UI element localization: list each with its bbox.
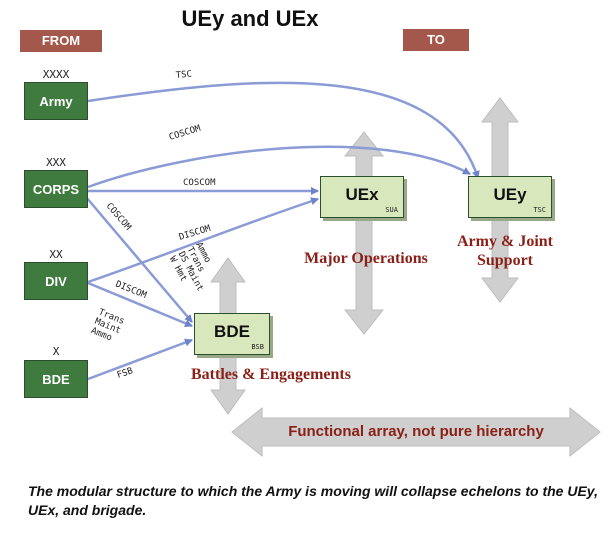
bde-target-sub-label: BSB — [251, 343, 264, 351]
to-header: TO — [403, 29, 469, 51]
uey-label: UEy — [493, 185, 527, 204]
uex-role-label: Major Operations — [304, 250, 428, 267]
label-bde-fsb: FSB — [116, 366, 135, 381]
uex-box: UEx SUA — [320, 176, 404, 218]
div-support-stack: Ammo Trans DS Maint W Hmt — [167, 241, 212, 293]
div-box: DIV — [24, 262, 88, 300]
echelon-bde: X — [52, 345, 60, 358]
link-corps-coscom-bde — [85, 196, 193, 323]
link-div-discom-uex — [87, 197, 319, 284]
echelon-div: XX — [49, 248, 63, 261]
label-div-discom-uex: DISCOM — [178, 224, 213, 243]
uex-label: UEx — [345, 185, 379, 204]
label-corps-coscom-bde: COSCOM — [104, 201, 133, 233]
uex-vertical-double-arrow — [343, 131, 385, 335]
uey-sub-label: TSC — [533, 206, 546, 214]
bde-role-label: Battles & Engagements — [191, 366, 351, 383]
functional-array-double-arrow — [231, 406, 601, 458]
label-div-discom-bde: DISCOM — [114, 280, 148, 302]
uex-sub-label: SUA — [385, 206, 398, 214]
bde-target-box: BDE BSB — [194, 313, 270, 355]
link-corps-coscom-uey — [87, 145, 471, 189]
bde-from-box: BDE — [24, 360, 88, 398]
uey-role-label: Army & Joint Support — [457, 233, 553, 269]
bde-support-stack: Trans Maint Ammo — [89, 308, 125, 344]
uey-box: UEy TSC — [468, 176, 552, 218]
label-corps-coscom-uey: COSCOM — [168, 124, 203, 143]
echelon-corps: XXX — [46, 156, 66, 169]
diagram-title: UEy and UEx — [181, 6, 319, 31]
from-header: FROM — [20, 30, 102, 52]
corps-box: CORPS — [24, 170, 88, 208]
label-corps-coscom-uex: COSCOM — [183, 178, 216, 188]
functional-array-label: Functional array, not pure hierarchy — [288, 423, 544, 440]
echelon-army: XXXX — [42, 68, 70, 81]
label-army-tsc: TSC — [175, 70, 192, 81]
link-div-discom-bde — [87, 281, 193, 328]
bde-target-label: BDE — [214, 322, 250, 341]
figure-caption: The modular structure to which the Army … — [28, 483, 598, 518]
link-bde-fsb — [87, 338, 193, 381]
army-box: Army — [24, 82, 88, 120]
link-army-tsc — [87, 81, 480, 179]
